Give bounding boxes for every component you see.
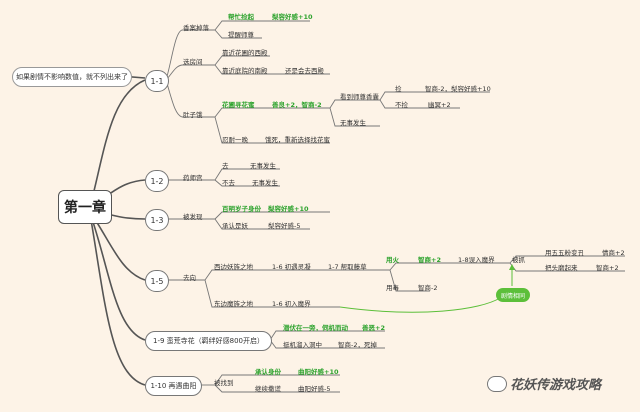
section-1-5: 1-5	[145, 270, 169, 292]
s5-west-step: 1-6 初遇灵凝	[272, 263, 311, 271]
s1-endure: 忍耐一晚	[222, 136, 248, 144]
section-1-3: 1-3	[145, 209, 169, 231]
s3-label: 被发现	[183, 213, 203, 221]
note-bubble: 如果剧情不影响数值，就不列出来了	[12, 67, 132, 87]
s1-room-a: 靠近花圃的西殿	[222, 49, 268, 57]
s5-label: 去向	[183, 274, 196, 282]
s10-b: 继续撒谎	[255, 385, 281, 393]
s1-room-b: 靠近庭院的南殿	[222, 67, 268, 75]
s2-label: 药师宫	[183, 174, 203, 182]
s5-rope-b: 把头磨起来	[545, 264, 578, 272]
s2-go-note: 无事发生	[250, 162, 276, 170]
s5-east: 东边魔族之地	[214, 300, 253, 308]
s1-hall-a-effect: 梨容好感+10	[272, 13, 313, 21]
s10-b-effect: 曲阳好感-5	[298, 385, 331, 393]
s9-b-effect: 智商-2，死掉	[338, 341, 377, 349]
s1-no-pick: 不捡	[395, 101, 408, 109]
s1-steal-effect: 善良+2，智商-2	[272, 101, 322, 109]
section-1-1: 1-1	[145, 70, 169, 92]
s5-enter: 1-8误入魔界	[458, 256, 495, 264]
s2-no-go: 不去	[222, 179, 235, 187]
section-1-2: 1-2	[145, 170, 169, 192]
s5-use-fire-effect: 智商+2	[418, 256, 441, 264]
section-1-10: 1-10 再遇曲阳	[145, 376, 202, 396]
s3-b: 承认是妖	[222, 222, 248, 230]
s1-pick: 捡	[395, 85, 402, 93]
s3-b-effect: 梨容好感-5	[268, 222, 301, 230]
wechat-icon	[487, 376, 507, 392]
s5-rope: 被抓	[512, 256, 525, 264]
s1-hall-a: 帮忙捡起	[228, 13, 254, 21]
s5-east-step: 1-6 初入魔界	[272, 300, 311, 308]
root-node: 第一章	[58, 190, 112, 224]
s1-room-b-note: 还是会去西殿	[285, 67, 324, 75]
s1-see: 看到师尊香囊	[340, 93, 379, 101]
s5-rope-a: 用五五粉变丑	[545, 249, 584, 257]
s9-b: 挺机溜入洞中	[283, 341, 322, 349]
s1-hungry: 肚子饿	[183, 111, 203, 119]
s1-hall: 香案掉落	[183, 24, 209, 32]
s1-pick-effect: 智商-2，梨容好感+10	[425, 85, 491, 93]
s5-west-next: 1-7 帮取藤草	[328, 263, 367, 271]
s1-steal: 花圃寻花蜜	[222, 101, 255, 109]
s5-use-fire: 用火	[386, 256, 399, 264]
s5-rope-b-effect: 智商+2	[596, 264, 619, 272]
s2-no-go-note: 无事发生	[252, 179, 278, 187]
section-1-9: 1-9 蛮荒寺花（羁绊好感800开启）	[145, 331, 272, 351]
same-plot-badge: 剧情相同	[496, 288, 530, 302]
s3-a-effect: 梨容好感+10	[268, 205, 309, 213]
s10-a: 承认身份	[255, 368, 281, 376]
s5-use-poison-effect: 智商-2	[418, 284, 438, 292]
s1-hall-b: 提醒师尊	[228, 31, 254, 39]
s5-west: 西边妖族之地	[214, 263, 253, 271]
s5-use-poison: 用毒	[386, 284, 399, 292]
s1-no-pick-effect: 幽冥+2	[428, 101, 451, 109]
s10-label: 被找到	[214, 379, 234, 387]
s2-go: 去	[222, 162, 229, 170]
s1-nothing: 无事发生	[340, 119, 366, 127]
s10-a-effect: 曲阳好感+10	[298, 368, 339, 376]
s1-choose: 选房间	[183, 58, 203, 66]
watermark-text: 花妖传游戏攻略	[510, 378, 602, 393]
s9-a: 潜伏在一旁，伺机而动	[283, 324, 348, 332]
s5-rope-a-effect: 情商+2	[602, 249, 625, 257]
s1-endure-note: 饿死，重新选择找花蜜	[265, 136, 330, 144]
s9-a-effect: 善恶+2	[362, 324, 385, 332]
s3-a: 百明岁子身份	[222, 205, 261, 213]
